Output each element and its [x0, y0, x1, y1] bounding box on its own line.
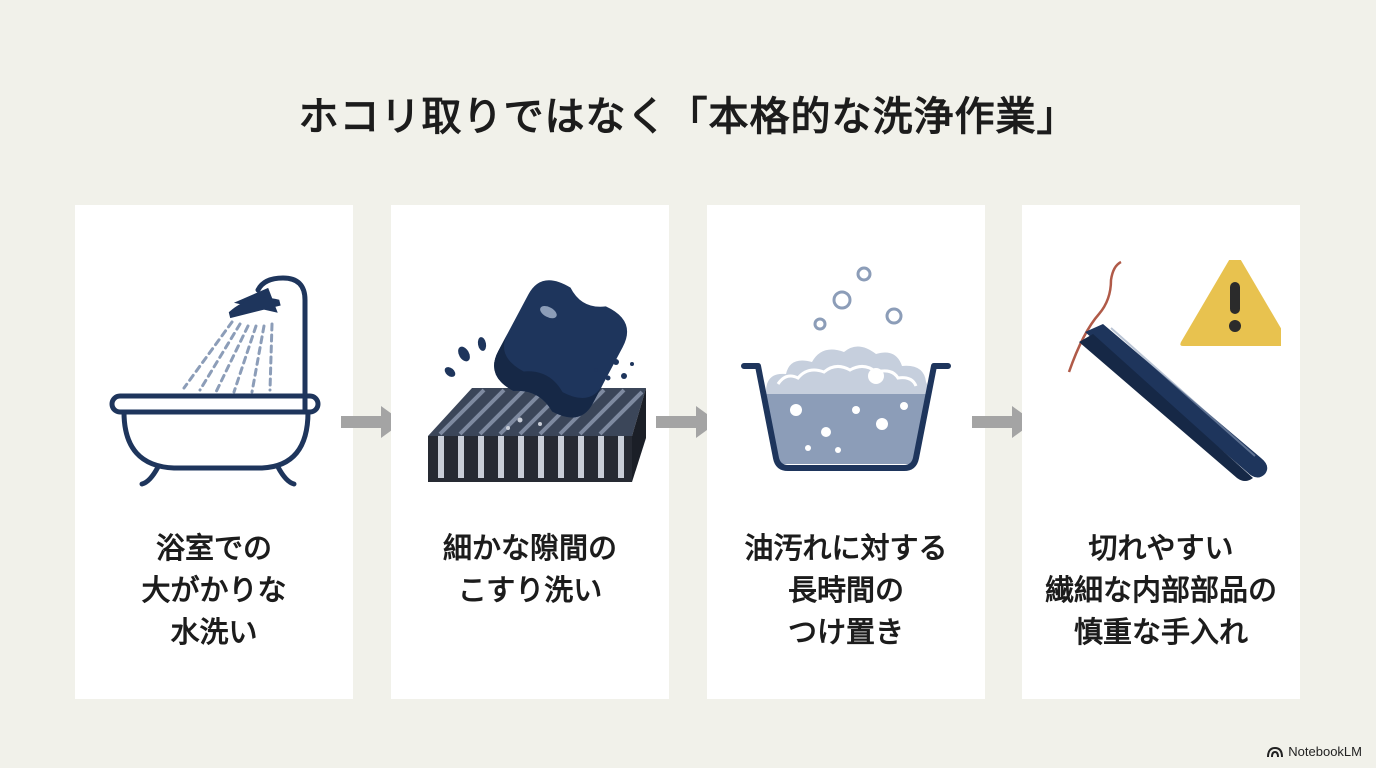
tweezers-warning-icon — [1067, 260, 1281, 481]
notebooklm-brand: NotebookLM — [1267, 744, 1362, 759]
warning-icon — [1180, 260, 1281, 346]
soaking-basin-icon — [741, 266, 951, 471]
sponge-scrubbing-fins-icon — [428, 280, 646, 482]
notebooklm-logo-icon — [1267, 746, 1284, 757]
page-title: ホコリ取りではなく「本格的な洗浄作業」 — [298, 94, 1078, 140]
step-card-soak: 油汚れに対する 長時間の つけ置き — [707, 205, 985, 699]
arrow-right-icon — [972, 406, 1034, 438]
step-card-gap-scrub: 細かな隙間の こすり洗い — [391, 205, 669, 699]
step-label-delicate-care: 切れやすい 繊細な内部部品の 慎重な手入れ — [1044, 531, 1277, 649]
step-label-gap-scrub: 細かな隙間の こすり洗い — [442, 531, 617, 607]
brand-label: NotebookLM — [1288, 744, 1362, 759]
arrow-right-icon — [656, 406, 718, 438]
step-card-delicate-care: 切れやすい 繊細な内部部品の 慎重な手入れ — [1022, 205, 1300, 699]
step-card-bath-wash: 浴室での 大がかりな 水洗い — [75, 205, 353, 699]
step-label-soak: 油汚れに対する 長時間の つけ置き — [744, 531, 948, 649]
step-label-bath-wash: 浴室での 大がかりな 水洗い — [141, 531, 287, 649]
arrow-right-icon — [341, 406, 403, 438]
bathtub-shower-icon — [109, 275, 321, 487]
